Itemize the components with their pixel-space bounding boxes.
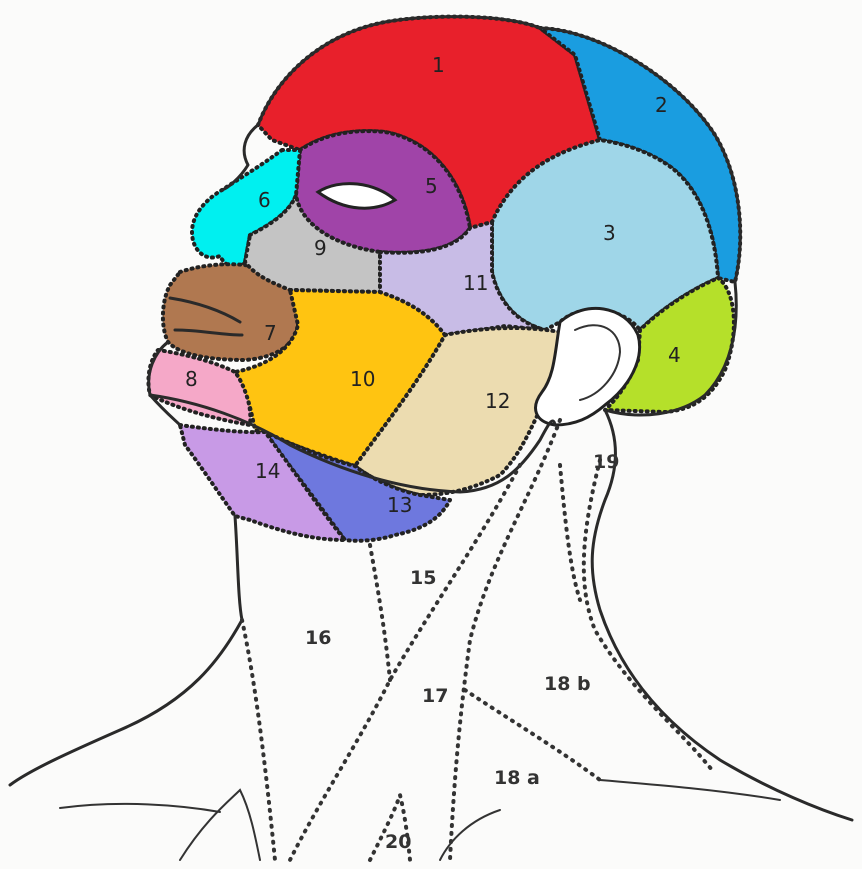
label-7: 7 [264, 321, 277, 345]
label-2: 2 [655, 93, 668, 117]
neck-divider-15-left [370, 545, 390, 680]
neck-divider-posterior [560, 465, 580, 600]
clavicle-center [440, 810, 500, 860]
label-6: 6 [258, 188, 271, 212]
label-18a: 18 a [494, 767, 540, 789]
label-1: 1 [432, 53, 445, 77]
label-13: 13 [387, 493, 412, 517]
label-10: 10 [350, 367, 375, 391]
label-15: 15 [410, 567, 436, 589]
label-16: 16 [305, 627, 331, 649]
label-12: 12 [485, 389, 510, 413]
clavicle-left [180, 790, 260, 860]
label-3: 3 [603, 221, 616, 245]
label-20: 20 [385, 831, 411, 853]
label-17: 17 [422, 685, 448, 707]
neck-divider-16 [242, 620, 275, 860]
neck-back-outline [592, 410, 852, 820]
label-9: 9 [314, 236, 327, 260]
label-4: 4 [668, 343, 681, 367]
label-14: 14 [255, 459, 280, 483]
label-11: 11 [463, 271, 488, 295]
label-18b: 18 b [544, 673, 591, 695]
label-5: 5 [425, 174, 438, 198]
shoulder-line-left [60, 804, 220, 812]
neck-front-outline [10, 516, 242, 785]
label-8: 8 [185, 367, 198, 391]
label-19: 19 [593, 451, 619, 473]
shoulder-line-right [600, 780, 780, 800]
